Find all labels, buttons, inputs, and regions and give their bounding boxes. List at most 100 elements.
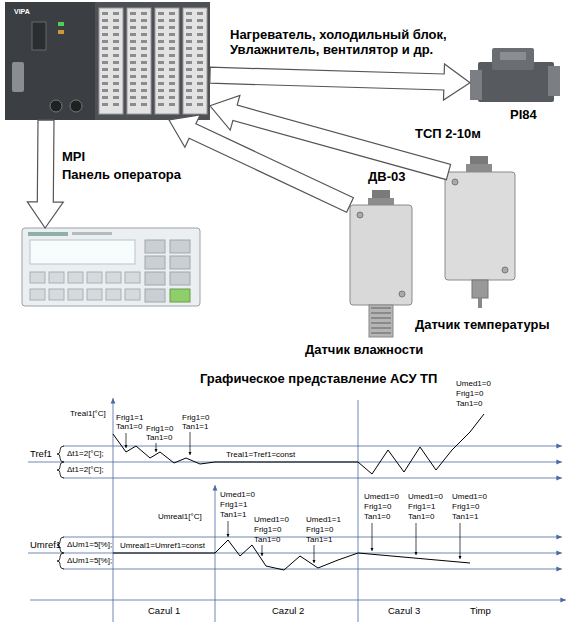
panel-key (30, 289, 45, 300)
leader-line (156, 443, 157, 452)
state-value: Umed1=0 (254, 515, 289, 524)
brace (57, 553, 64, 569)
case-label: Cazul 3 (388, 606, 420, 617)
reference-label: Tref1 (30, 449, 52, 460)
case-label: Timp (470, 606, 491, 617)
state-value: Umed1=0 (220, 490, 255, 499)
panel-key (145, 256, 165, 269)
panel-key (145, 289, 165, 302)
state-value: Frig1=0 (254, 525, 281, 534)
panel-key (49, 289, 64, 300)
device-model: ТСП 2-10м (415, 127, 481, 142)
reference-label: Umref1 (30, 540, 61, 551)
diagram-title: Графическое представление АСУ ТП (200, 372, 437, 387)
leader-line (228, 521, 229, 537)
brace (57, 446, 64, 462)
leader-line (416, 523, 417, 555)
humidity-sensor: ДВ-03Датчик влажности (350, 205, 412, 305)
plc-switch (32, 22, 46, 50)
temperature-axis (113, 398, 114, 622)
block-arrow (27, 120, 63, 228)
plc-module: VIPA (5, 2, 210, 120)
state-value: Tan1=1 (306, 535, 332, 544)
operator-panel: Панель оператора (22, 228, 200, 306)
block-arrow (210, 95, 451, 179)
state-value: Umed1=0 (408, 492, 443, 501)
leader-line (126, 433, 127, 448)
terminal-block (183, 8, 207, 114)
panel-key (87, 289, 102, 300)
case-label: Cazul 2 (272, 606, 304, 617)
reference-line (28, 553, 562, 554)
state-value: Frig1=0 (452, 502, 479, 511)
sensor-probe (472, 280, 488, 298)
sensor-probe (478, 298, 482, 308)
terminal-slots (113, 12, 119, 110)
panel-key (68, 272, 83, 283)
panel-key (145, 272, 165, 285)
sensor-screw (399, 291, 405, 297)
panel-key (170, 256, 190, 269)
block-arrow (210, 64, 470, 100)
device-label: Датчик температуры (415, 318, 550, 333)
plc-knob (70, 100, 82, 112)
tolerance-line (63, 478, 562, 479)
relay-terminal (548, 66, 560, 96)
leader-line (262, 545, 263, 556)
sensor-screw (357, 212, 363, 218)
state-value: Tan1=0 (116, 422, 142, 431)
panel-key (87, 272, 102, 283)
case-label: Cazul 1 (148, 606, 180, 617)
state-value: Tan1=0 (254, 535, 280, 544)
edge-label: Нагреватель, холодильный блок, Увлажните… (230, 28, 480, 58)
panel-enter-key (170, 289, 190, 302)
panel-key (170, 240, 190, 253)
leader-line (190, 432, 191, 455)
sensor-screw (502, 267, 508, 273)
sensor-screw (452, 179, 458, 185)
equation-label: Umreal1=Umref1=const (120, 541, 205, 550)
plc-knob (50, 100, 62, 112)
state-value: Umed1=0 (456, 379, 491, 388)
humidity-curve (113, 540, 470, 570)
state-value: Frig1=0 (306, 525, 333, 534)
state-value: Frig1=0 (146, 424, 173, 433)
device-label: PI84 (510, 108, 537, 123)
tolerance-label: ΔUm1=5[%]; (67, 556, 112, 565)
axis-label: Treal1[°C] (70, 409, 106, 418)
terminal-block (99, 8, 123, 114)
panel-key (145, 240, 165, 253)
tolerance-line (63, 569, 562, 570)
temperature-sensor-body (445, 172, 515, 280)
state-value: Umed1=0 (452, 492, 487, 501)
tolerance-label: Δt1=2[°C]; (67, 449, 104, 458)
terminal-slots (141, 12, 147, 110)
state-value: Tan1=1 (452, 512, 478, 521)
brace (57, 462, 64, 478)
panel-key (170, 272, 190, 285)
temperature-curve (113, 414, 484, 474)
state-value: Tan1=0 (146, 433, 172, 442)
relay-terminal (470, 70, 482, 100)
terminal-block (127, 8, 151, 114)
leader-line (460, 523, 461, 559)
terminal-slots (158, 12, 164, 110)
panel-key (49, 272, 64, 283)
state-value: Tan1=0 (456, 399, 482, 408)
terminal-slots (186, 12, 192, 110)
time-axis (30, 600, 566, 601)
operator-panel (22, 228, 200, 306)
panel-key (106, 289, 121, 300)
state-value: Frig1=1 (408, 502, 435, 511)
relay-module: PI84 (470, 48, 560, 106)
device-label: Панель оператора (62, 168, 181, 183)
relay-top (492, 48, 534, 70)
plc-cpu (5, 2, 95, 120)
case-divider (358, 400, 359, 622)
state-value: Tan1=1 (182, 422, 208, 431)
panel-key (125, 289, 140, 300)
device-model: ДВ-03 (368, 170, 405, 185)
terminal-slots (130, 12, 136, 110)
plc-led (58, 30, 64, 34)
